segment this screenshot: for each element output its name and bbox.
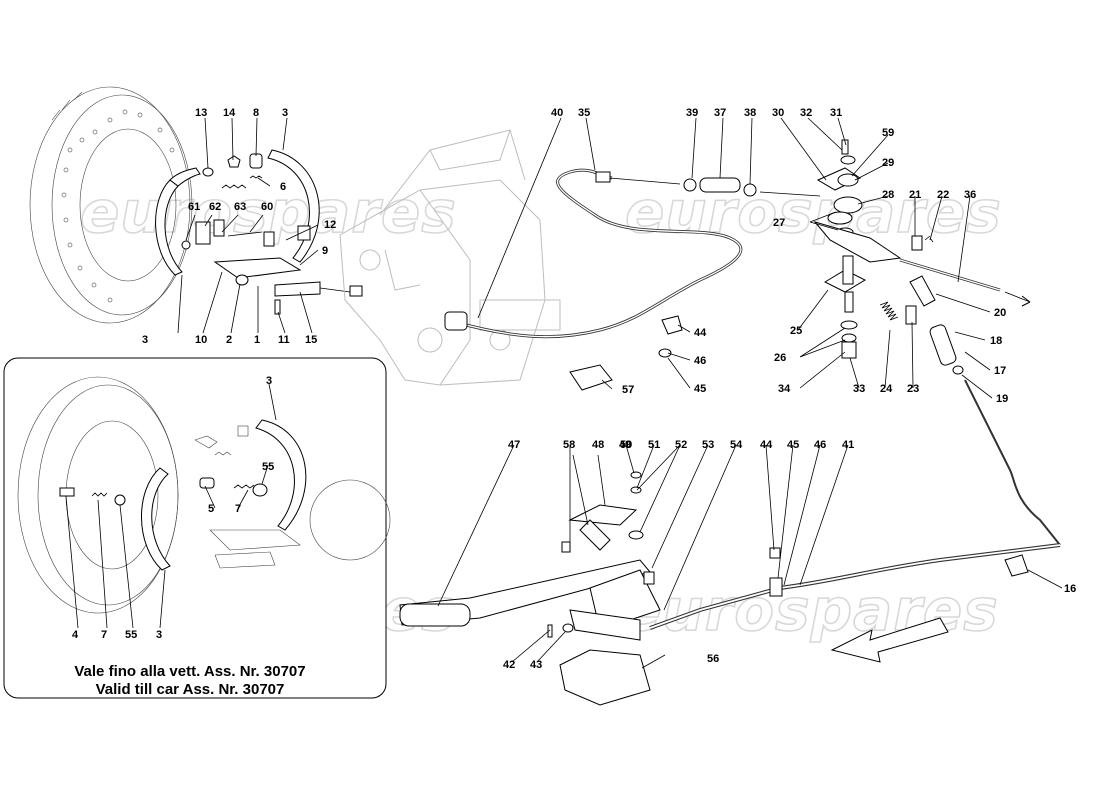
callout-18: 18 xyxy=(990,335,1002,347)
equalizer-mechanism xyxy=(813,139,1061,546)
callout-27: 27 xyxy=(773,217,785,229)
cable-35 xyxy=(444,168,821,339)
callout-28: 28 xyxy=(882,189,894,201)
callout-29: 29 xyxy=(882,157,894,169)
callout-49: 49 xyxy=(619,439,631,451)
callout-46-top: 46 xyxy=(694,355,706,367)
callout-32: 32 xyxy=(800,107,812,119)
callout-55-inset: 55 xyxy=(262,461,274,473)
loose-parts xyxy=(569,315,1029,577)
callout-38: 38 xyxy=(744,107,756,119)
callout-5: 5 xyxy=(208,503,214,515)
callout-61: 61 xyxy=(188,201,200,213)
brake-shoe-right xyxy=(267,149,320,263)
callout-24: 24 xyxy=(880,383,893,395)
callout-34: 34 xyxy=(778,383,791,395)
callout-15: 15 xyxy=(305,334,317,346)
callout-11: 11 xyxy=(278,334,290,346)
callout-59: 59 xyxy=(882,127,894,139)
callout-53: 53 xyxy=(702,439,714,451)
callout-3-lower: 3 xyxy=(142,334,148,346)
callout-3: 3 xyxy=(282,107,288,119)
callout-58: 58 xyxy=(563,439,575,451)
callout-45-bottom: 45 xyxy=(787,439,799,451)
callout-21: 21 xyxy=(909,189,921,201)
callout-35: 35 xyxy=(578,107,590,119)
callout-4: 4 xyxy=(72,629,79,641)
callout-57: 57 xyxy=(622,384,634,396)
callout-46-bottom: 46 xyxy=(814,439,826,451)
callout-62: 62 xyxy=(209,201,221,213)
callout-7-inset: 7 xyxy=(235,503,241,515)
callout-39: 39 xyxy=(686,107,698,119)
callout-12: 12 xyxy=(324,219,336,231)
callout-26: 26 xyxy=(774,352,786,364)
inset-panel xyxy=(3,357,391,699)
inset-caption: Vale fino alla vett. Ass. Nr. 30707 Vali… xyxy=(74,663,305,698)
callout-31: 31 xyxy=(830,107,842,119)
callout-6: 6 xyxy=(280,181,286,193)
callout-55-inset-lower: 55 xyxy=(125,629,137,641)
direction-arrow-icon xyxy=(830,617,949,663)
callout-33: 33 xyxy=(853,383,865,395)
callout-22: 22 xyxy=(937,189,949,201)
callout-48: 48 xyxy=(592,439,604,451)
handbrake-lever xyxy=(399,471,661,706)
callout-51: 51 xyxy=(648,439,660,451)
callout-54: 54 xyxy=(730,439,743,451)
callout-44-bottom: 44 xyxy=(760,439,773,451)
callout-42: 42 xyxy=(503,659,515,671)
callout-50: 50 xyxy=(620,439,632,451)
callout-2: 2 xyxy=(226,334,232,346)
caption-line-it: Vale fino alla vett. Ass. Nr. 30707 xyxy=(74,663,305,680)
callout-44-top: 44 xyxy=(694,327,707,339)
callout-16: 16 xyxy=(1064,583,1076,595)
callout-19: 19 xyxy=(996,393,1008,405)
callout-56: 56 xyxy=(707,653,719,665)
callout-52: 52 xyxy=(675,439,687,451)
callout-47: 47 xyxy=(508,439,520,451)
callout-60: 60 xyxy=(261,201,273,213)
caption-line-en: Valid till car Ass. Nr. 30707 xyxy=(96,681,285,698)
watermark: eurospares eurospares eurospares eurospa… xyxy=(79,177,1001,645)
callout-3-inset-top: 3 xyxy=(266,375,272,387)
callout-10: 10 xyxy=(195,334,207,346)
callout-14: 14 xyxy=(223,107,236,119)
callout-23: 23 xyxy=(907,383,919,395)
cable-41 xyxy=(649,543,1061,630)
callout-45-top: 45 xyxy=(694,383,706,395)
callout-9: 9 xyxy=(322,245,328,257)
callout-63: 63 xyxy=(234,201,246,213)
callout-40: 40 xyxy=(551,107,563,119)
brake-disc xyxy=(29,86,193,324)
hub-carrier xyxy=(339,129,561,386)
callout-1: 1 xyxy=(254,334,260,346)
callout-43: 43 xyxy=(530,659,542,671)
callout-labels: 13 14 8 3 6 61 62 63 60 12 9 3 10 2 1 11… xyxy=(72,107,1076,671)
callout-13: 13 xyxy=(195,107,207,119)
callout-36: 36 xyxy=(964,189,976,201)
callout-8: 8 xyxy=(253,107,259,119)
leader-lines xyxy=(65,117,1063,669)
callout-3-inset-lower: 3 xyxy=(156,629,162,641)
adjuster-parts xyxy=(181,153,363,315)
callout-17: 17 xyxy=(994,365,1006,377)
callout-30: 30 xyxy=(772,107,784,119)
brake-shoe-left xyxy=(155,167,201,276)
callout-41: 41 xyxy=(842,439,854,451)
callout-25: 25 xyxy=(790,325,802,337)
callout-7-inset-lower: 7 xyxy=(101,629,107,641)
callout-37: 37 xyxy=(714,107,726,119)
callout-20: 20 xyxy=(994,307,1006,319)
